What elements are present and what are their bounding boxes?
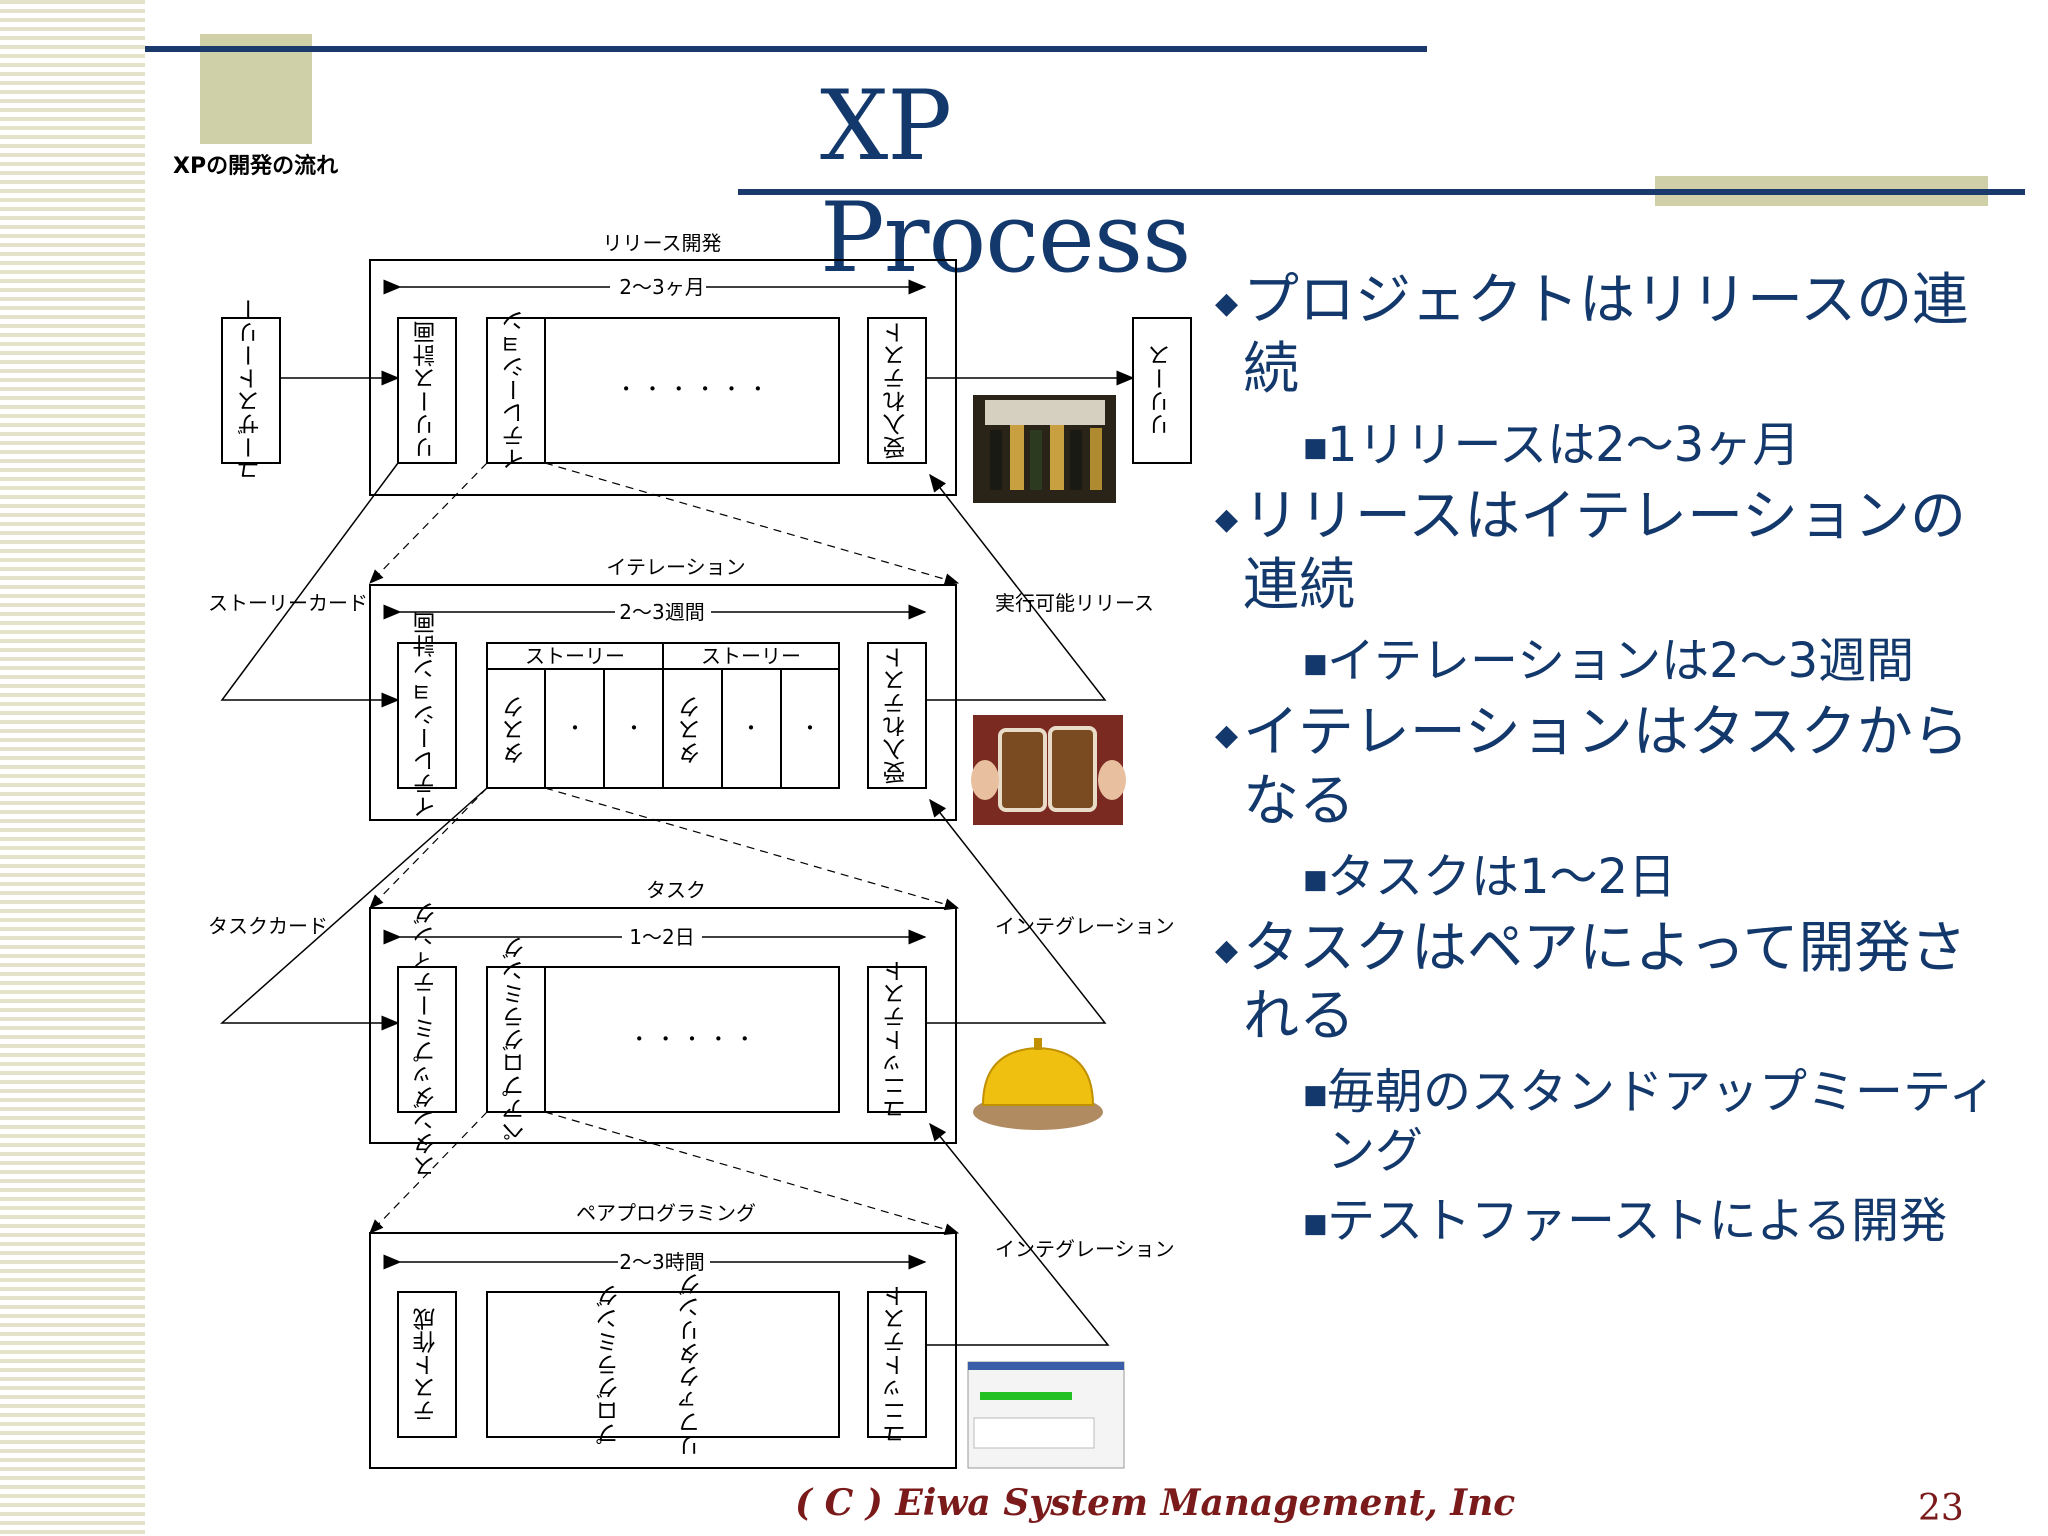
pair-programming-box (369, 1232, 957, 1469)
bullet-2-text: リリースはイテレーションの連続 (1243, 483, 1966, 618)
test-runner-screenshot (967, 1361, 1125, 1469)
iteration-plan-cell (397, 642, 457, 789)
task-box (369, 907, 957, 1144)
iteration-box (369, 584, 957, 821)
champagne-photo (973, 395, 1116, 503)
slide-subtitle: XPの開発の流れ (173, 154, 339, 179)
bullet-4-sub-2: ■テストファーストによる開発 (1303, 1193, 1948, 1250)
release-box-header: リリース開発 (603, 231, 722, 255)
task-dots: ・ ・ ・ ・ ・ (629, 1027, 754, 1051)
bullet-3-sub-1-text: タスクは1～2日 (1327, 848, 1677, 905)
bullet-1: ◆プロジェクトはリリースの連続 (1215, 268, 1969, 402)
bullet-3: ◆イテレーションはタスクからなる (1215, 699, 1969, 834)
iteration-cell-label: イテレーション (503, 310, 529, 471)
user-story-label: ユーザストーリー (238, 298, 265, 482)
acceptance-test-cell (867, 317, 927, 464)
bullet-1-sub-1-text: 1リリースは2～3ヶ月 (1327, 416, 1801, 473)
test-write-label: テスト作成 (413, 1307, 441, 1422)
unit-test-label-1: ユニットテスト (884, 960, 910, 1121)
task-box-header: タスク (646, 878, 706, 902)
page-number: 23 (1918, 1488, 1964, 1529)
pair-duration: 2～3時間 (619, 1250, 704, 1274)
standup-cell (397, 966, 457, 1113)
release-output-box (1132, 317, 1192, 464)
bullet-4-sub-2-text: テストファーストによる開発 (1327, 1193, 1948, 1250)
bullet-4: ◆タスクはペアによって開発される (1215, 915, 1967, 1050)
release-dots: ・ ・ ・ ・ ・ ・ (616, 377, 768, 401)
dot-2: ・ (624, 716, 644, 740)
executable-release-label: 実行可能リリース (995, 591, 1154, 615)
pair-cell-label: ペアプログラミング (503, 937, 530, 1144)
beer-mugs-photo (971, 715, 1126, 825)
release-duration: 2～3ヶ月 (619, 275, 704, 299)
decorative-square (200, 34, 312, 144)
story-card-label: ストーリーカード (208, 591, 368, 615)
bullet-list: ◆プロジェクトはリリースの連続 ■1リリースは2～3ヶ月 ◆リリースはイテレーシ… (1215, 262, 2015, 1260)
programming-label: プログラミング (597, 1285, 624, 1446)
task-card-label: タスクカード (208, 914, 328, 938)
bullet-1-sub-1: ■1リリースは2～3ヶ月 (1303, 416, 1801, 473)
bullet-3-sub-1: ■タスクは1～2日 (1303, 848, 1677, 905)
refactoring-label: リファクタリング (679, 1273, 706, 1457)
task-duration: 1～2日 (629, 925, 694, 949)
coding-cell (486, 1291, 840, 1438)
iteration-box-header: イテレーション (606, 555, 745, 579)
task-cell-2: タスク (679, 696, 705, 765)
iteration-test-cell (867, 642, 927, 789)
bullet-2: ◆リリースはイテレーションの連続 (1215, 483, 1966, 618)
integration-label-1: インテグレーション (995, 914, 1175, 938)
bullet-4-text: タスクはペアによって開発される (1243, 915, 1967, 1050)
unit-test-cell-1 (867, 966, 927, 1113)
footer-copyright: ( C ) Eiwa System Management, Inc (795, 1482, 1516, 1524)
iteration-test-label: 受入れテスト (883, 646, 911, 784)
story-header-1: ストーリー (525, 644, 625, 668)
unit-test-cell-2 (867, 1291, 927, 1438)
dot-1: ・ (565, 716, 585, 740)
bullet-2-sub-1: ■イテレーションは2～3週間 (1303, 632, 1915, 689)
task-cell-1: タスク (503, 696, 529, 765)
bullet-4-sub-1: ■毎朝のスタンドアップミーティング (1303, 1064, 1997, 1180)
striped-margin-decoration (0, 0, 145, 1536)
service-bell-photo (967, 1035, 1109, 1145)
integration-label-2: インテグレーション (995, 1237, 1175, 1261)
release-plan-label: リリース計画 (414, 321, 441, 459)
story-header-2: ストーリー (701, 644, 801, 668)
iteration-plan-label: イテレーション計画 (414, 611, 441, 818)
bullet-4-sub-1-text: 毎朝のスタンドアップミーティング (1327, 1064, 1997, 1180)
standup-label: スタンダップミーティング (414, 902, 441, 1178)
test-write-cell (397, 1291, 457, 1438)
bullet-1-text: プロジェクトはリリースの連続 (1243, 268, 1969, 402)
user-story-box (221, 317, 281, 464)
top-rule (145, 46, 1427, 52)
title-underline (738, 189, 2025, 195)
pair-box-header: ペアプログラミング (576, 1201, 756, 1225)
dot-3: ・ (741, 716, 761, 740)
bullet-3-text: イテレーションはタスクからなる (1243, 699, 1969, 834)
iteration-duration: 2～3週間 (619, 600, 704, 624)
acceptance-test-label: 受入れテスト (883, 321, 911, 459)
bullet-2-sub-1-text: イテレーションは2～3週間 (1327, 632, 1915, 689)
release-output-label: リリース (1149, 344, 1175, 436)
unit-test-label-2: ユニットテスト (884, 1285, 910, 1446)
dot-4: ・ (800, 716, 820, 740)
slide-title: XP Process (820, 70, 1191, 294)
release-plan-cell (397, 317, 457, 464)
